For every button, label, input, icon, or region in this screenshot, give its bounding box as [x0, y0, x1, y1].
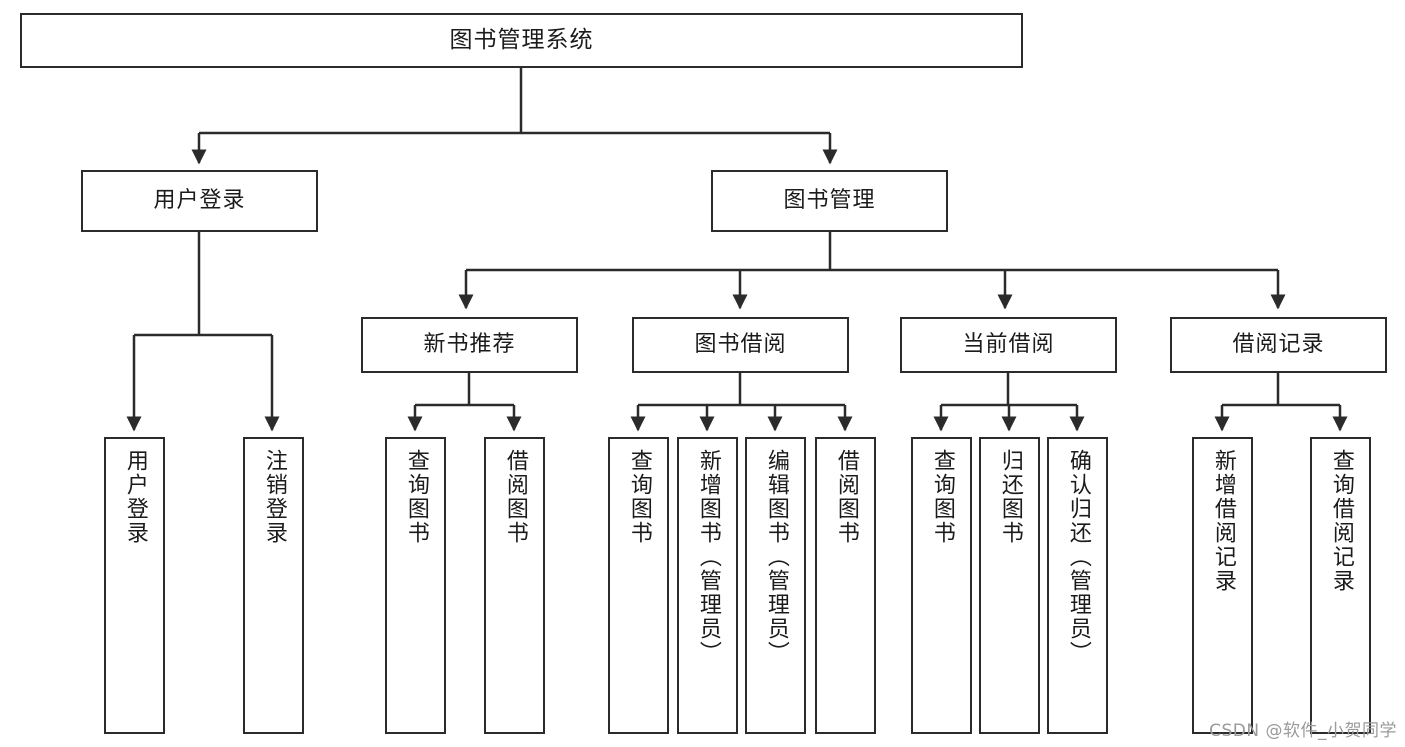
leaf-label: 查询图书 [626, 449, 652, 545]
node-root[interactable]: 图书管理系统 [20, 13, 1023, 68]
leaf-borrow-edit-book-admin[interactable]: 编辑图书（管理员） [745, 437, 806, 734]
leaf-borrow-add-book-admin[interactable]: 新增图书（管理员） [677, 437, 738, 734]
node-book-borrow-label: 图书借阅 [694, 331, 787, 357]
node-root-label: 图书管理系统 [449, 26, 594, 53]
leaf-label: 借阅图书 [502, 449, 528, 545]
leaf-current-confirm-return-admin[interactable]: 确认归还（管理员） [1047, 437, 1108, 734]
leaf-user-login-login[interactable]: 用户登录 [104, 437, 165, 734]
node-book-management[interactable]: 图书管理 [711, 170, 948, 232]
leaf-user-login-logout[interactable]: 注销登录 [243, 437, 304, 734]
node-user-login-label: 用户登录 [153, 187, 246, 213]
leaf-record-add-record[interactable]: 新增借阅记录 [1192, 437, 1253, 734]
leaf-new-book-query[interactable]: 查询图书 [385, 437, 446, 734]
leaf-label: 查询借阅记录 [1328, 449, 1354, 593]
leaf-label: 注销登录 [261, 449, 287, 545]
node-current-borrow-label: 当前借阅 [962, 331, 1055, 357]
leaf-label: 借阅图书 [833, 449, 859, 545]
node-borrow-record-label: 借阅记录 [1232, 331, 1325, 357]
leaf-borrow-borrow-book[interactable]: 借阅图书 [815, 437, 876, 734]
leaf-current-query-book[interactable]: 查询图书 [911, 437, 972, 734]
node-new-book-recommend-label: 新书推荐 [423, 331, 516, 357]
leaf-record-query-record[interactable]: 查询借阅记录 [1310, 437, 1371, 734]
node-current-borrow[interactable]: 当前借阅 [900, 317, 1117, 373]
node-new-book-recommend[interactable]: 新书推荐 [361, 317, 578, 373]
node-book-management-label: 图书管理 [783, 187, 876, 213]
leaf-current-return-book[interactable]: 归还图书 [979, 437, 1040, 734]
leaf-label: 新增借阅记录 [1210, 449, 1236, 593]
node-borrow-record[interactable]: 借阅记录 [1170, 317, 1387, 373]
leaf-label: 归还图书 [997, 449, 1023, 545]
leaf-label: 用户登录 [122, 449, 148, 545]
leaf-label: 查询图书 [403, 449, 429, 545]
node-user-login[interactable]: 用户登录 [81, 170, 318, 232]
leaf-label: 编辑图书（管理员） [763, 449, 789, 665]
leaf-label: 确认归还（管理员） [1065, 449, 1091, 665]
leaf-borrow-query-book[interactable]: 查询图书 [608, 437, 669, 734]
csdn-watermark: CSDN @软件_小贺同学 [1209, 721, 1397, 741]
leaf-label: 查询图书 [929, 449, 955, 545]
leaf-new-book-borrow[interactable]: 借阅图书 [484, 437, 545, 734]
leaf-label: 新增图书（管理员） [695, 449, 721, 665]
node-book-borrow[interactable]: 图书借阅 [632, 317, 849, 373]
